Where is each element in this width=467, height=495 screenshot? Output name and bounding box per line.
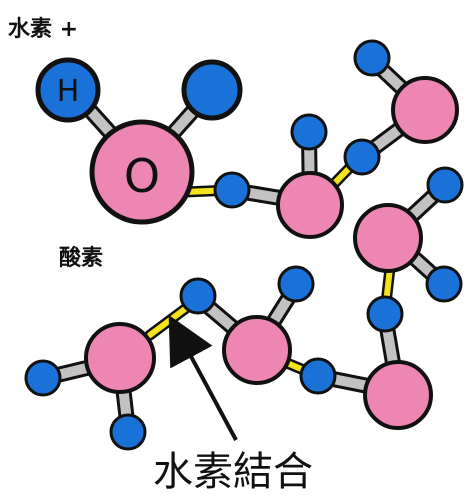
hydrogen-atom-labeled (35, 57, 101, 123)
oxygen-atom (276, 171, 344, 239)
oxygen-atom (363, 360, 433, 430)
oxygen-label: 酸素 (59, 245, 103, 271)
hydrogen-atom (366, 295, 404, 333)
hydrogen-atom (290, 113, 328, 151)
hydrogen-atom-letter: H (57, 74, 80, 109)
oxygen-atom (222, 315, 292, 385)
hydrogen-atom (213, 171, 251, 209)
pointer-arrow (168, 314, 238, 441)
hydrogen-atom (24, 359, 62, 397)
hydrogen-atoms (24, 39, 464, 451)
hydrogen-atom (426, 166, 464, 204)
hydrogen-label: 水素 + (8, 16, 78, 42)
hydrogen-atom (179, 277, 217, 315)
oxygen-atom (353, 203, 423, 273)
oxygen-atom (84, 322, 156, 394)
hydrogen-atom (343, 138, 381, 176)
hydrogen-atom (353, 39, 391, 77)
hydrogen-atom (181, 59, 243, 121)
hydrogen-atom (277, 265, 315, 303)
hydrogen-bond-label: 水素結合 (153, 449, 313, 495)
oxygen-atom (391, 76, 459, 144)
oxygen-atom-labeled (89, 119, 195, 225)
oxygen-atom-letter: O (124, 149, 160, 203)
hydrogen-atom (299, 357, 337, 395)
hydrogen-atom (109, 413, 147, 451)
hydrogen-atom (425, 265, 463, 303)
oxygen-atoms (84, 76, 459, 430)
